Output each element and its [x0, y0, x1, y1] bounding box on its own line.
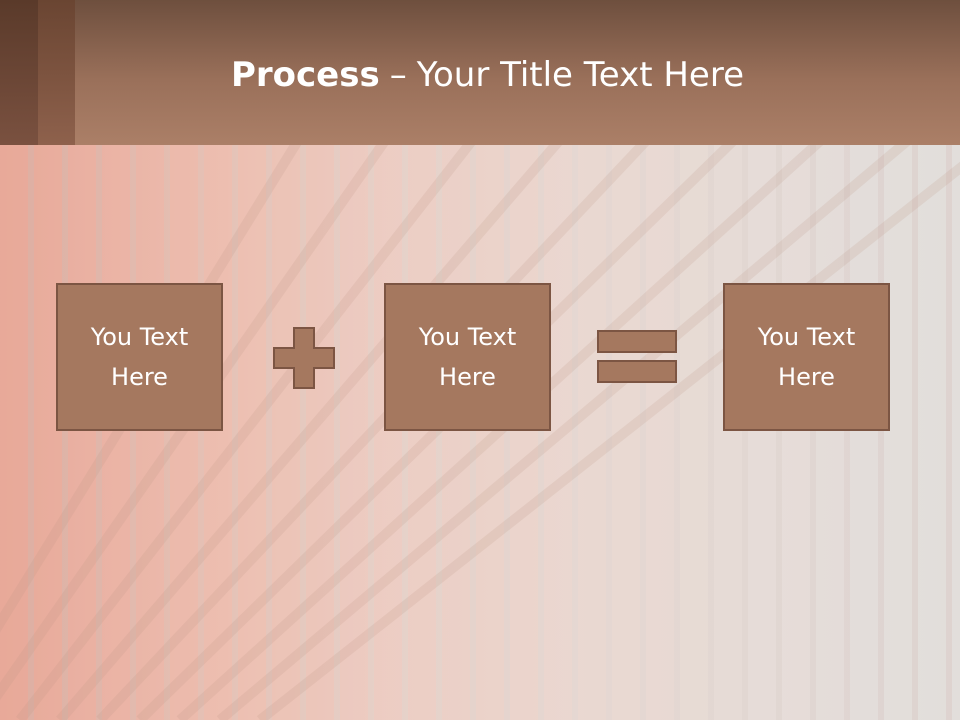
tile-column: [306, 145, 334, 720]
tile-column: [442, 145, 470, 720]
tile-shadow: [742, 145, 748, 720]
slide-title-bold: Process: [230, 55, 380, 95]
slide-title[interactable]: Process–Your Title Text Here: [75, 0, 900, 150]
tile-column: [374, 145, 402, 720]
tile-column: [952, 145, 960, 720]
tile-shadow: [640, 145, 646, 720]
tile-shadow: [436, 145, 442, 720]
tile-column: [408, 145, 436, 720]
tile-edge: [216, 145, 911, 720]
slide-title-separator: –: [389, 55, 407, 95]
tile-column: [68, 145, 96, 720]
tile-column: [204, 145, 232, 720]
tile-shadow: [402, 145, 408, 720]
tile-shadow: [844, 145, 850, 720]
tile-shadow: [708, 145, 714, 720]
tile-shadow: [334, 145, 340, 720]
tile-shadow: [266, 145, 272, 720]
tile-column: [340, 145, 368, 720]
tile-shadow: [164, 145, 170, 720]
tile-shadow: [504, 145, 510, 720]
tile-column: [544, 145, 572, 720]
tile-shadow: [300, 145, 306, 720]
tile-shadow: [674, 145, 680, 720]
roof-tiles-pattern: [0, 145, 960, 720]
tile-column: [816, 145, 844, 720]
tile-shadow: [878, 145, 884, 720]
process-box-1[interactable]: You Text Here: [56, 283, 223, 431]
tile-column: [578, 145, 606, 720]
tile-shadow: [232, 145, 238, 720]
tile-shadow: [810, 145, 816, 720]
tile-shadow: [130, 145, 136, 720]
tile-column: [170, 145, 198, 720]
plus-icon: [273, 327, 335, 389]
tile-shadow: [198, 145, 204, 720]
tile-edge: [16, 145, 476, 720]
tile-column: [34, 145, 62, 720]
tile-column: [850, 145, 878, 720]
process-box-2[interactable]: You Text Here: [384, 283, 551, 431]
tile-column: [748, 145, 776, 720]
tile-edge: [256, 161, 960, 720]
header-accent-stripe: [38, 0, 75, 145]
process-box-3[interactable]: You Text Here: [723, 283, 890, 431]
tile-column: [272, 145, 300, 720]
tile-column: [136, 145, 164, 720]
tile-shadow: [62, 145, 68, 720]
tile-column: [0, 145, 28, 720]
tile-column: [646, 145, 674, 720]
tile-shadow: [368, 145, 374, 720]
tile-edge: [56, 145, 563, 720]
tile-column: [918, 145, 946, 720]
title-bar: Process–Your Title Text Here: [0, 0, 960, 145]
tile-shadow: [96, 145, 102, 720]
tile-column: [884, 145, 912, 720]
tile-column: [612, 145, 640, 720]
tile-shadow: [606, 145, 612, 720]
tile-shadow: [538, 145, 544, 720]
header-accent-stripe: [0, 0, 38, 145]
tile-column: [238, 145, 266, 720]
tile-column: [714, 145, 742, 720]
tile-column: [102, 145, 130, 720]
tile-column: [476, 145, 504, 720]
equals-icon: [597, 330, 677, 383]
tile-column: [680, 145, 708, 720]
slide-title-text: Your Title Text Here: [416, 55, 744, 95]
tile-column: [782, 145, 810, 720]
tile-shadow: [28, 145, 34, 720]
tile-shadow: [572, 145, 578, 720]
tile-shadow: [776, 145, 782, 720]
tile-shadow: [470, 145, 476, 720]
tile-shadow: [946, 145, 952, 720]
tile-column: [510, 145, 538, 720]
tile-shadow: [912, 145, 918, 720]
